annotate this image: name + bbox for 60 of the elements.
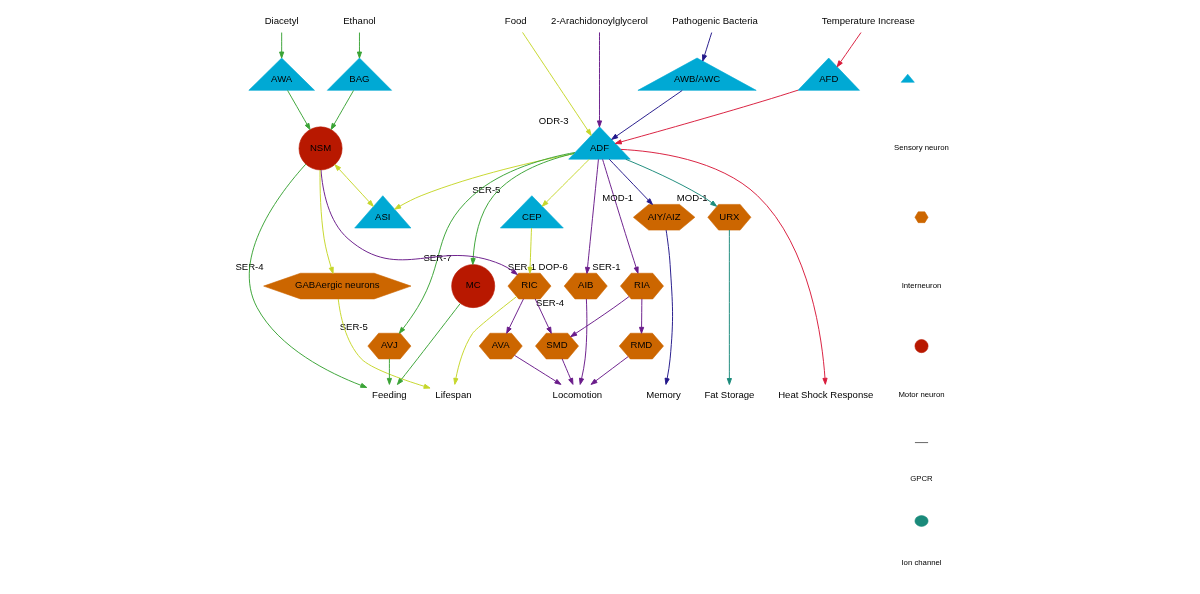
arrow <box>398 152 576 334</box>
node-text: Locomotion <box>552 388 603 400</box>
node-label: SER-5 <box>339 321 368 333</box>
arrow <box>579 298 588 385</box>
node-text: 2-Arachidonoylglycerol <box>551 14 648 26</box>
arrow <box>506 298 524 334</box>
arrow <box>470 152 575 265</box>
arrow <box>602 158 639 274</box>
node-label: SER-4 <box>235 261 264 273</box>
arrow <box>453 296 518 385</box>
arrow <box>249 163 368 388</box>
node-label: MOD-1 <box>676 192 708 204</box>
arrow <box>596 31 603 128</box>
arrow <box>625 158 718 207</box>
arrow <box>639 298 645 334</box>
arrow <box>356 32 363 59</box>
arrow <box>279 32 285 59</box>
node-text: Diacetyl <box>264 14 299 26</box>
node-text: Pathogenic Bacteria <box>672 14 758 26</box>
arrow <box>836 32 862 68</box>
arrow <box>620 148 828 385</box>
arrow <box>585 158 599 274</box>
node-text: Fat Storage <box>704 388 755 400</box>
arrow <box>614 89 799 145</box>
node-label: SER-4 <box>536 297 565 309</box>
arrow <box>386 358 392 385</box>
arrow <box>522 31 592 136</box>
arrow <box>534 298 552 334</box>
arrow <box>287 89 311 130</box>
node-label: SER-1 DOP-6 <box>507 261 568 273</box>
arrow <box>541 158 590 207</box>
arrow <box>527 227 533 274</box>
arrow <box>337 298 431 389</box>
arrow <box>334 164 374 207</box>
arrow <box>394 153 575 210</box>
arrow <box>702 32 713 62</box>
arrow <box>561 358 574 385</box>
arrow <box>664 229 673 385</box>
arrow <box>726 229 732 385</box>
node-label: MOD-1 <box>602 192 634 204</box>
node-text: Lifespan <box>435 388 472 400</box>
node-text: Heat Shock Response <box>778 388 874 400</box>
node-label: SER-5 <box>472 183 501 195</box>
node-text: Feeding <box>372 388 407 400</box>
arrow <box>570 296 630 338</box>
arrow <box>608 158 653 205</box>
node-label: ODR-3 <box>538 114 569 126</box>
arrow <box>611 89 683 140</box>
arrow <box>396 303 461 385</box>
node-text: Food <box>504 14 527 26</box>
node-text: Ethanol <box>343 14 376 26</box>
arrow <box>590 356 629 385</box>
node-label: SER-1 <box>592 261 621 273</box>
arrow <box>319 169 334 274</box>
node-circle: MC <box>451 264 496 308</box>
arrow <box>330 89 355 130</box>
arrow <box>514 354 562 385</box>
node-text: Temperature Increase <box>821 14 915 26</box>
arrow <box>320 169 518 275</box>
node-text: Memory <box>646 388 681 400</box>
